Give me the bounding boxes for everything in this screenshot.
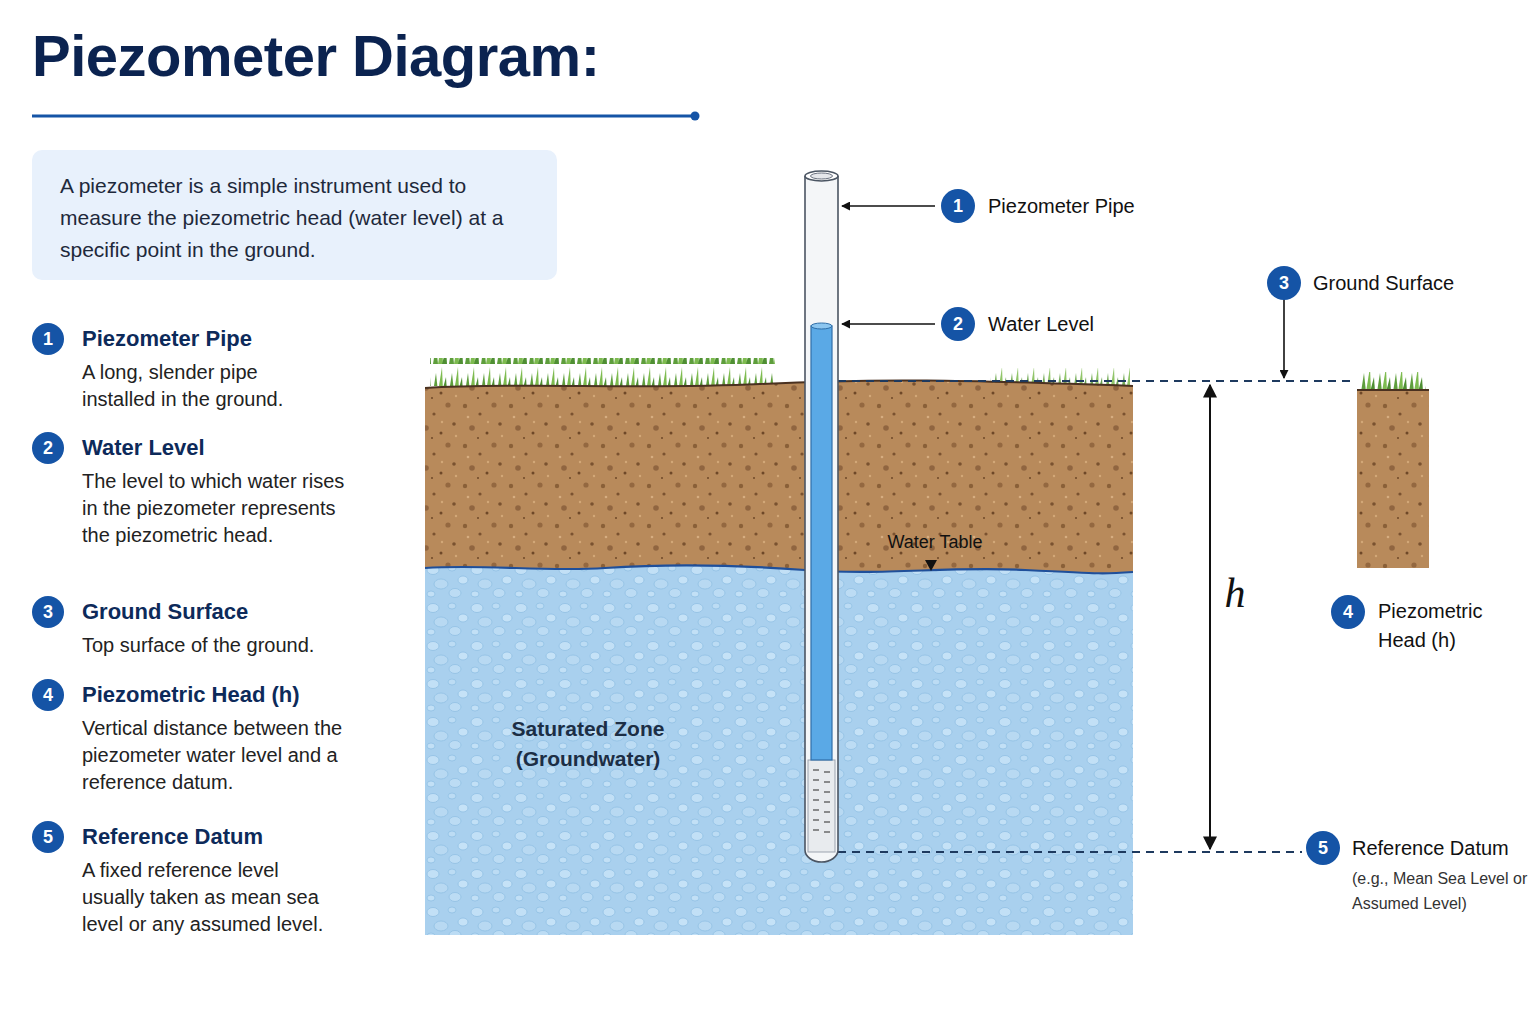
ground-level-line [838,380,1352,382]
item-description: The level to which water rises in the pi… [82,468,357,549]
intro-box: A piezometer is a simple instrument used… [32,150,557,280]
item-heading: Water Level [82,435,205,461]
callout-number: 4 [1331,595,1365,629]
water-surface [811,323,832,329]
soil-layer [425,380,1133,600]
callout-number: 2 [941,307,975,341]
callout-number: 5 [32,821,64,853]
callout-number: 3 [32,596,64,628]
pipe-top [805,171,838,181]
water-table-line [425,565,1133,573]
soil-sample [1357,390,1429,568]
callout-label: Piezometric Head (h) [1378,597,1508,655]
callout-number: 1 [32,323,64,355]
callout-number: 4 [32,679,64,711]
ground-line [1357,389,1429,391]
head-symbol: h [1225,569,1246,617]
grass [430,358,775,386]
underline-dot [691,112,700,121]
item-description: A fixed reference level usually taken as… [82,857,327,938]
leader-arrow [1283,298,1285,378]
leader-arrow [842,205,935,207]
perforated-tip [808,760,835,852]
callout-label: Reference Datum [1352,837,1509,860]
item-description: Vertical distance between the piezometer… [82,715,357,796]
dimension-arrow [1209,385,1211,849]
zone-label: Saturated Zone (Groundwater) [488,714,688,774]
title-underline [32,115,695,118]
callout-note: (e.g., Mean Sea Level or Assumed Level) [1352,866,1532,916]
callout-number: 3 [1267,266,1301,300]
item-description: Top surface of the ground. [82,632,357,659]
groundwater-body [425,565,1133,935]
callout-label: Ground Surface [1313,272,1454,295]
grass [1360,372,1426,390]
item-heading: Piezometric Head (h) [82,682,300,708]
item-heading: Piezometer Pipe [82,326,252,352]
pipe-bore [811,173,833,179]
callout-label: Piezometer Pipe [988,195,1135,218]
callout-number: 5 [1306,831,1340,865]
item-heading: Reference Datum [82,824,263,850]
ground-line [425,380,1133,388]
saturated-zone: Saturated Zone (Groundwater) [425,562,1133,935]
item-heading: Ground Surface [82,599,248,625]
diagram-title: Piezometer Diagram: [32,22,599,89]
callout-number: 1 [941,189,975,223]
callout-label: Water Level [988,313,1094,336]
leader-arrow [842,323,935,325]
datum-line [838,851,1302,853]
water-table-label: Water Table [887,532,982,553]
callout-number: 2 [32,432,64,464]
water-column [811,326,832,760]
piezometer-pipe [805,176,838,862]
intro-text: A piezometer is a simple instrument used… [60,170,529,266]
water-table-marker [925,560,937,571]
item-description: A long, slender pipe installed in the gr… [82,359,327,413]
perforations [813,770,830,832]
